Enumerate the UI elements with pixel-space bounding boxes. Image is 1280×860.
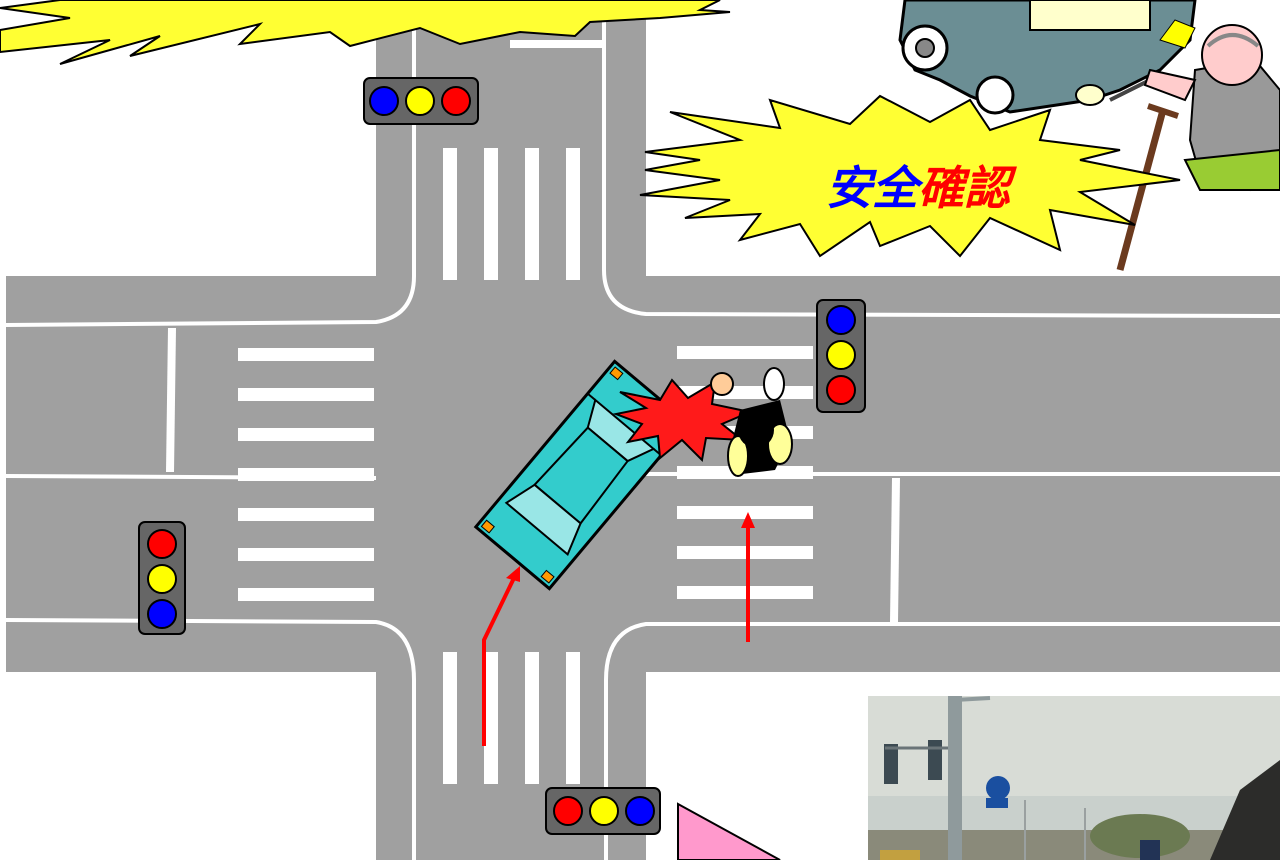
corner-ne	[602, 0, 1280, 318]
light-yellow	[147, 564, 177, 594]
stop-line-west	[166, 327, 176, 473]
stop-line-east	[890, 477, 900, 623]
elderly-accident-illustration	[898, 0, 1280, 271]
light-yellow	[405, 86, 435, 116]
light-blue	[147, 599, 177, 629]
light-blue	[369, 86, 399, 116]
elderly-pedestrian-icon	[1143, 19, 1280, 192]
safety-check-label: 安全確認	[826, 161, 1017, 215]
crosswalk-south	[443, 652, 580, 784]
light-red	[553, 796, 583, 826]
safety-label-part-2: 確認	[918, 161, 1017, 215]
light-yellow	[589, 796, 619, 826]
pedestrian-path-arrow	[741, 512, 755, 642]
callout-burst-top-left	[0, 0, 731, 65]
street-photo-icon	[868, 696, 1280, 860]
callout-burst-safety-check: 安全確認	[639, 94, 1181, 258]
collision-burst-icon	[612, 378, 754, 463]
light-yellow	[826, 340, 856, 370]
traffic-light-south	[545, 787, 661, 835]
traffic-light-west	[138, 521, 186, 635]
crosswalk-north	[443, 148, 580, 280]
light-red	[147, 529, 177, 559]
light-red	[441, 86, 471, 116]
walking-stick	[1116, 109, 1167, 271]
light-blue	[625, 796, 655, 826]
car-path-arrow	[482, 566, 520, 746]
light-red	[826, 375, 856, 405]
pink-callout-pointer	[677, 802, 781, 860]
safety-label-part-1: 安全	[826, 161, 924, 215]
crosswalk-west	[238, 348, 374, 601]
light-blue	[826, 305, 856, 335]
corner-se	[604, 622, 1280, 860]
pedestrian-icon	[710, 367, 793, 477]
traffic-light-north	[363, 77, 479, 125]
traffic-light-east	[816, 299, 866, 413]
corner-nw	[5, 0, 416, 327]
corner-sw	[5, 618, 416, 860]
